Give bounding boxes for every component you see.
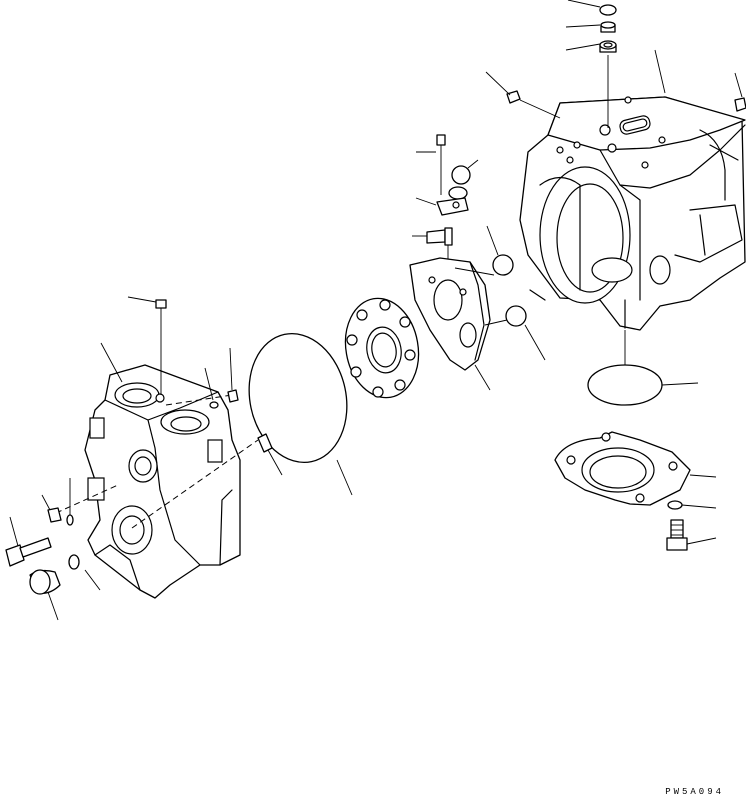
- dowel-pin: [257, 433, 273, 453]
- large-o-ring: [587, 364, 663, 406]
- pump-case: [519, 96, 746, 331]
- center-bolt-stack: [426, 134, 469, 262]
- top-bolt: [155, 299, 167, 309]
- flange-bolt: [666, 519, 688, 551]
- leader-lines: [9, 0, 743, 621]
- side-bolt: [5, 537, 52, 567]
- valve-plate: [344, 297, 420, 399]
- callout-balloon: [451, 165, 471, 185]
- callout-balloon: [492, 254, 514, 276]
- oring-small: [68, 554, 80, 570]
- callout-balloon: [505, 305, 527, 327]
- drawing-code: PW5A094: [665, 787, 724, 797]
- adjust-screw: [47, 507, 74, 526]
- servo-plate: [409, 257, 491, 371]
- small-o-ring: [209, 401, 219, 409]
- drain-plug: [29, 569, 61, 595]
- flange-plate: [554, 431, 691, 506]
- washer: [667, 500, 683, 510]
- end-cover: [84, 364, 241, 599]
- case-top-parts: [506, 4, 746, 128]
- small-plug: [227, 389, 239, 403]
- gasket-ring: [248, 332, 348, 464]
